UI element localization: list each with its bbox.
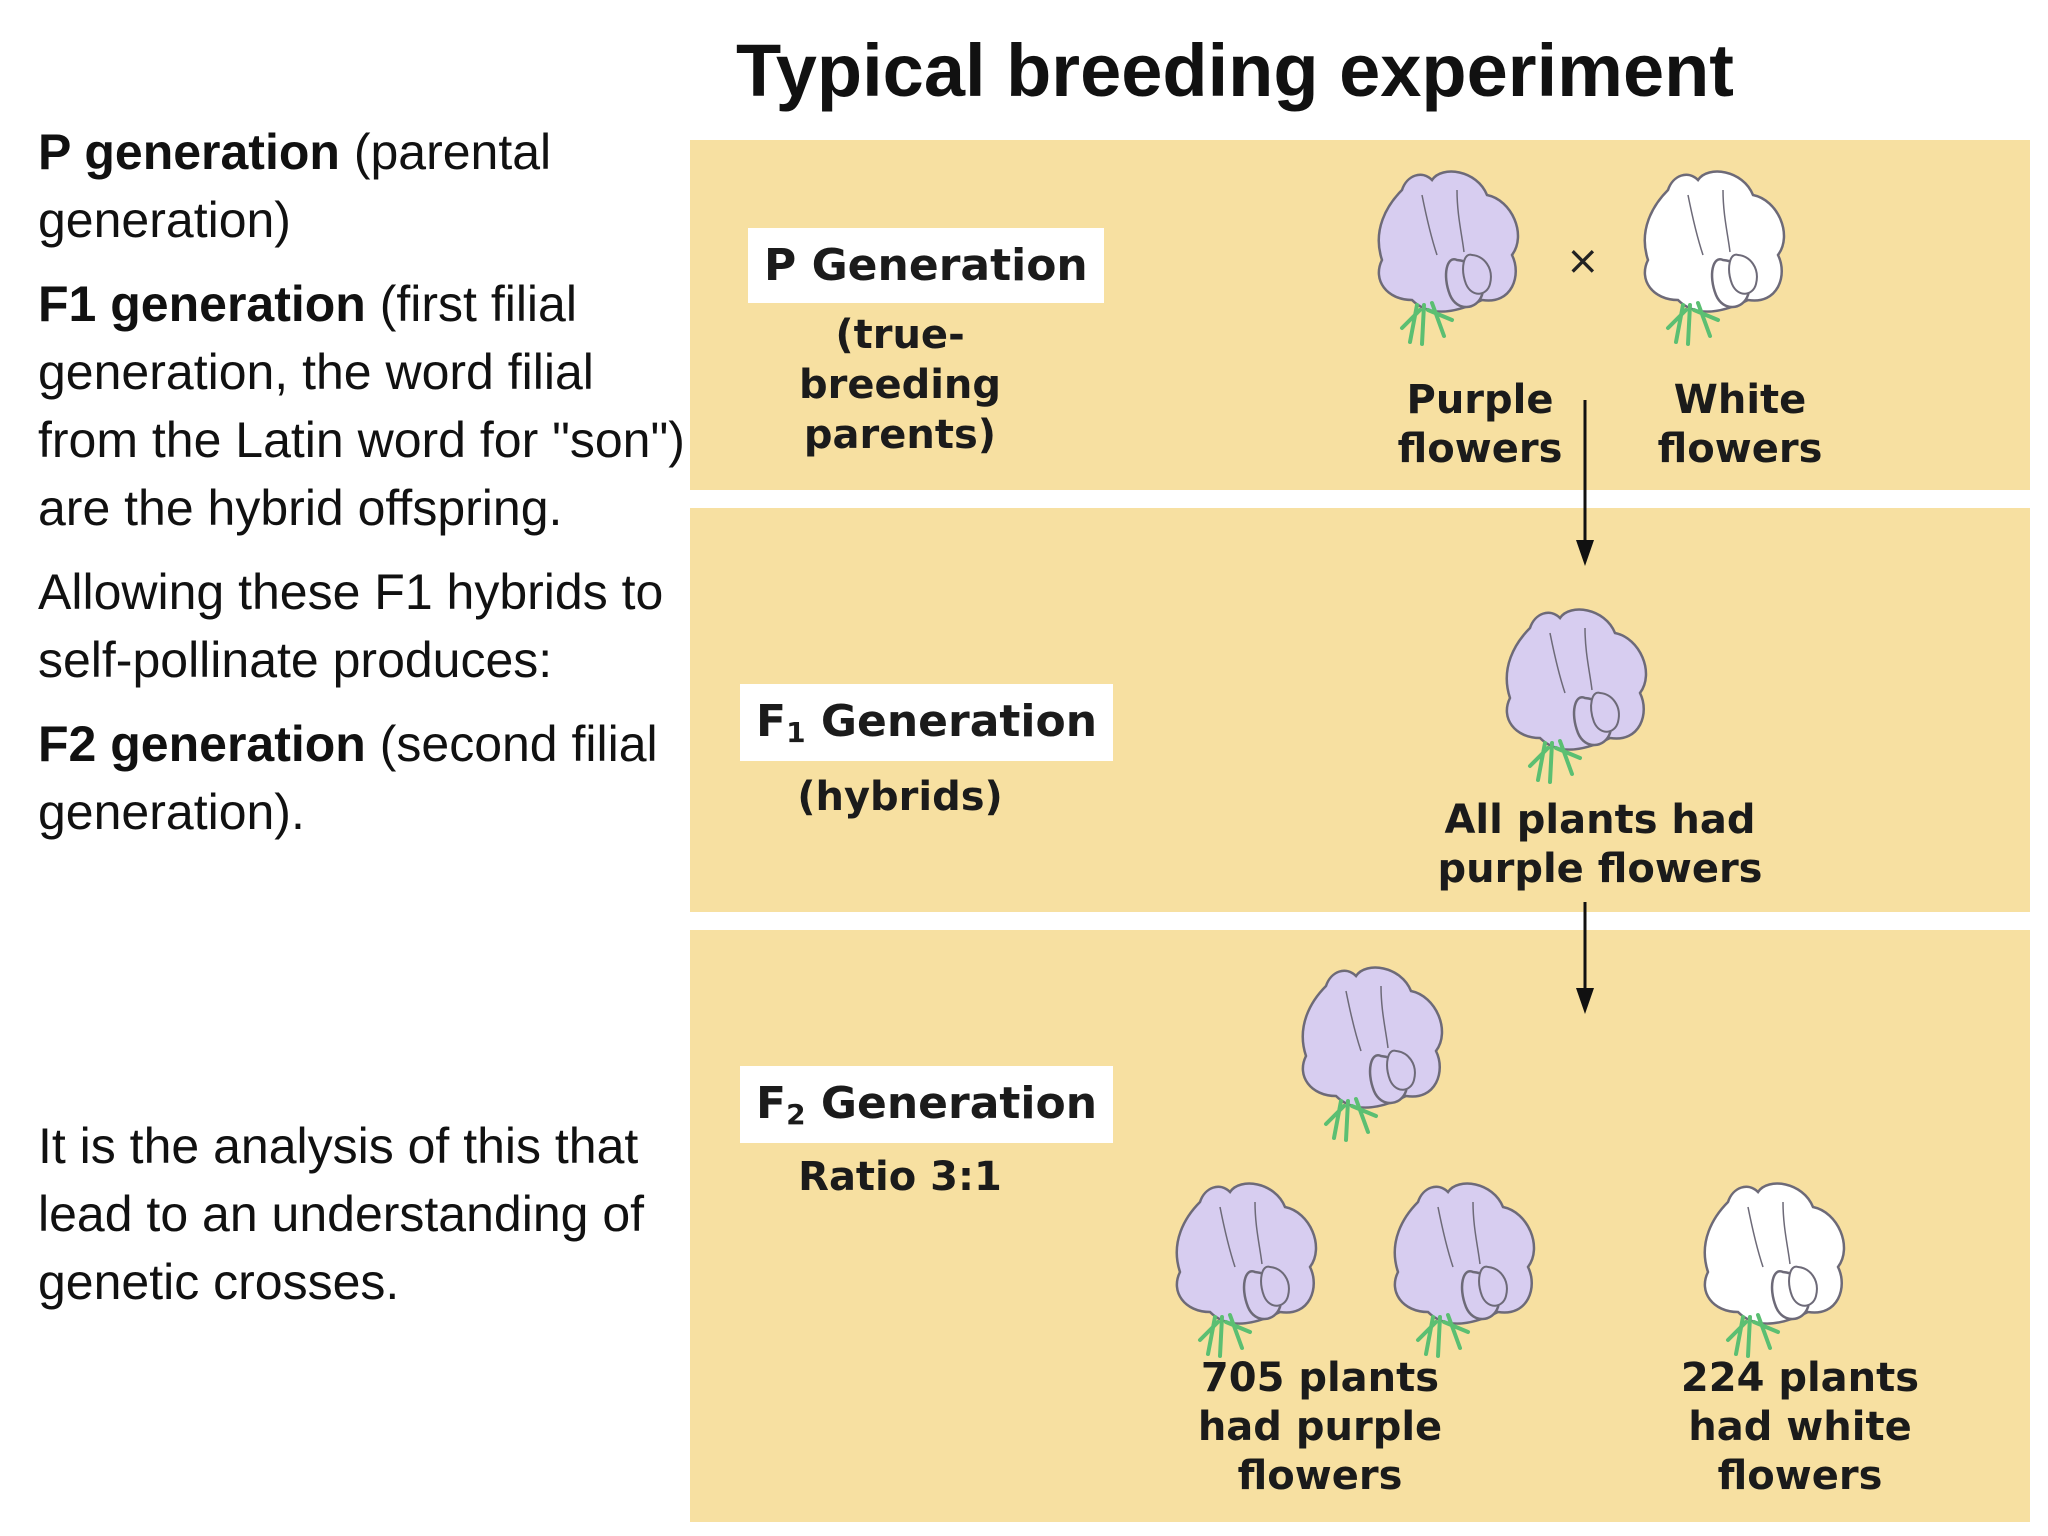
note-f2-generation: F2 generation (second filial generation)… — [38, 716, 658, 840]
p-generation-sub: (true-breeding parents) — [798, 312, 1002, 458]
arrow-down-icon — [1576, 400, 1594, 566]
flower-icon — [1703, 1182, 1846, 1358]
flower-icon — [1393, 1182, 1536, 1358]
note-self-pollinate: Allowing these F1 hybrids to self-pollin… — [38, 564, 664, 688]
flower-icon — [1175, 1182, 1318, 1358]
f2-white-caption: 224 plants had white flowers — [1680, 1355, 1920, 1499]
cross-symbol: × — [1566, 238, 1600, 284]
f2-generation-sub: Ratio 3:1 — [798, 1154, 1002, 1200]
white-flowers-caption: White flowers — [1657, 377, 1823, 472]
purple-flowers-caption: Purple flowers — [1397, 377, 1563, 472]
f2-generation-panel: F2 Generation Ratio 3:1 705 plants had p… — [690, 930, 2030, 1522]
flower-icon — [1301, 966, 1444, 1142]
f1-caption: All plants had purple flowers — [1437, 797, 1763, 892]
note-f1-generation: F1 generation (first filial generation, … — [38, 276, 685, 536]
f1-generation-panel: F1 Generation (hybrids) All plants had p… — [690, 508, 2030, 912]
f1-generation-label: F1 Generation — [740, 684, 1114, 761]
p-generation-panel: P Generation (true-breeding parents) × P… — [690, 140, 2030, 490]
note-analysis: It is the analysis of this that lead to … — [38, 1118, 645, 1310]
arrow-down-icon — [1576, 902, 1594, 1014]
note-p-generation: P generation (parental generation) — [38, 124, 552, 248]
flower-icon — [1505, 608, 1648, 784]
flower-icon — [1643, 170, 1786, 346]
notes-text: P generation (parental generation) F1 ge… — [38, 118, 698, 862]
f1-generation-sub: (hybrids) — [797, 774, 1003, 820]
f2-purple-caption: 705 plants had purple flowers — [1197, 1355, 1443, 1499]
f2-generation-label: F2 Generation — [740, 1066, 1114, 1143]
flower-icon — [1377, 170, 1520, 346]
p-generation-label: P Generation — [748, 228, 1104, 303]
page-title: Typical breeding experiment — [736, 29, 1734, 112]
